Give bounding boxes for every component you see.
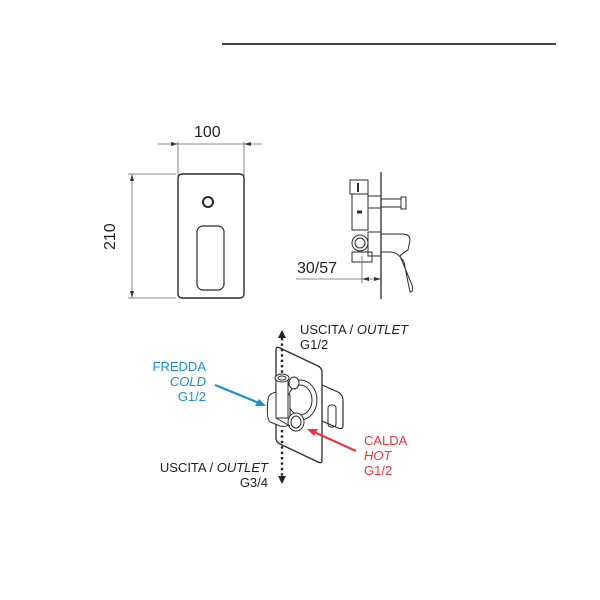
outlet-top-label: USCITA / OUTLET G1/2 xyxy=(300,322,409,352)
side-view xyxy=(296,172,414,299)
cold-arrow xyxy=(214,383,266,406)
isometric-view xyxy=(266,330,344,484)
width-dimension-label: 100 xyxy=(194,124,221,141)
depth-dimension-label: 30/57 xyxy=(297,260,338,277)
outlet-bottom-label: USCITA / OUTLET G3/4 xyxy=(159,460,268,490)
hot-arrow xyxy=(307,429,357,453)
height-dimension-label: 210 xyxy=(102,223,119,250)
cold-inlet-label: FREDDA COLD G1/2 xyxy=(152,359,206,404)
hot-inlet-label: CALDA HOT G1/2 xyxy=(364,433,408,478)
front-view xyxy=(128,142,262,299)
